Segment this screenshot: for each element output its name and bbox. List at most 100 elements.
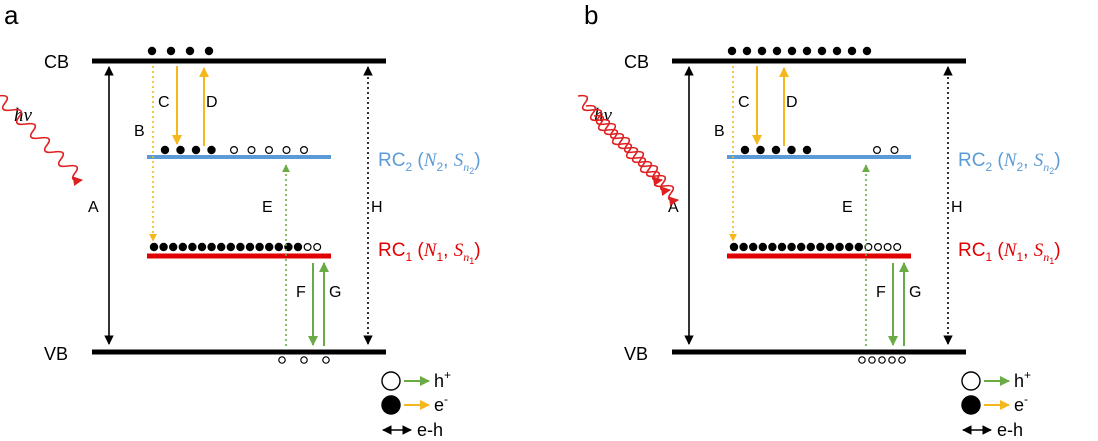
vb-hole [878, 356, 886, 364]
rc1-electron [197, 242, 207, 252]
rc2-hole [282, 146, 291, 155]
rc1-hole [883, 243, 892, 252]
legend-hole-label: h+ [1014, 368, 1031, 391]
label-C: C [738, 94, 750, 111]
label-E: E [262, 199, 273, 216]
label-D: D [786, 94, 798, 111]
legend-electron-label: e- [434, 392, 448, 415]
rc2-electron [771, 145, 781, 155]
label-D: D [206, 94, 218, 111]
legend-eh-label: e-h [417, 420, 443, 440]
label-A: A [88, 199, 99, 216]
vb-hole [278, 356, 286, 364]
rc2-electron [740, 145, 750, 155]
rc1-electron [758, 242, 767, 252]
vb-label: VB [44, 344, 68, 364]
rc1-electron [226, 242, 235, 252]
cb-label: CB [44, 52, 69, 72]
photon-wave [593, 114, 679, 206]
rc1-electron [207, 242, 216, 252]
rc1-electron [806, 242, 815, 252]
rc1-electron [845, 242, 854, 252]
legend-hole-label: h+ [434, 368, 451, 391]
cb-label: CB [624, 52, 649, 72]
photon-wave [0, 94, 83, 186]
label-E: E [842, 199, 853, 216]
rc1-electron [777, 242, 787, 252]
cb-electron [817, 46, 827, 56]
rc1-hole [893, 243, 902, 252]
legend: h+e-e-h [381, 368, 451, 440]
rc1-electron [216, 242, 226, 252]
rc2-hole [873, 146, 882, 155]
photon-group: hν [0, 94, 83, 186]
rc1-electron [188, 242, 197, 252]
cb-electron [742, 46, 752, 56]
legend-electron-icon [381, 395, 401, 415]
legend-hole-icon [381, 371, 401, 391]
label-G: G [909, 284, 921, 301]
cb-electron [147, 46, 157, 56]
cb-electron [757, 46, 767, 56]
rc2-hole [230, 146, 239, 155]
rc1-hole [303, 243, 312, 252]
rc2-hole [265, 146, 274, 155]
rc1-electron [739, 242, 748, 252]
label-B: B [714, 123, 725, 140]
rc1-electron [255, 242, 264, 252]
rc1-electron [787, 242, 796, 252]
rc1-electron [236, 242, 245, 252]
rc2-electron [160, 145, 170, 155]
cb-electron [166, 46, 176, 56]
rc2-label: RC2 (N2, Sn2) [378, 150, 481, 176]
rc1-electron [159, 242, 168, 252]
rc2-electron [207, 145, 216, 155]
cb-electron [847, 46, 857, 56]
vb-hole [868, 356, 876, 364]
rc1-electron [168, 242, 178, 252]
rc1-electron [274, 242, 283, 252]
vb-hole [898, 356, 906, 364]
vb-hole [300, 356, 308, 364]
rc1-electron [816, 242, 825, 252]
label-H: H [951, 199, 963, 216]
cb-electron [727, 46, 737, 56]
rc2-electron [787, 145, 796, 155]
rc2-electron [756, 145, 765, 155]
panel-label: a [4, 0, 19, 30]
rc1-hole [874, 243, 883, 252]
photon-wave [585, 104, 671, 196]
rc1-label: RC1 (N1, Sn1) [958, 240, 1061, 266]
label-H: H [371, 199, 383, 216]
cb-electron [204, 46, 214, 56]
label-G: G [329, 284, 341, 301]
rc1-electron [796, 242, 806, 252]
rc1-electron [835, 242, 844, 252]
vb-label: VB [624, 344, 648, 364]
cb-electron [802, 46, 812, 56]
rc1-hole [313, 243, 322, 252]
rc1-electron [854, 242, 863, 252]
cb-electron [862, 46, 872, 56]
legend-eh-label: e-h [997, 420, 1023, 440]
label-F: F [296, 284, 306, 301]
rc1-electron [729, 242, 739, 252]
vb-hole [888, 356, 896, 364]
rc2-label: RC2 (N2, Sn2) [958, 150, 1061, 176]
cb-electron [772, 46, 782, 56]
rc1-electron [768, 242, 777, 252]
rc1-electron [265, 242, 274, 252]
vb-hole [858, 356, 866, 364]
rc1-electron [149, 242, 159, 252]
rc2-electron [191, 145, 201, 155]
label-C: C [158, 94, 170, 111]
rc2-electron [802, 145, 812, 155]
label-F: F [876, 284, 886, 301]
label-B: B [134, 123, 145, 140]
legend-electron-icon [961, 395, 981, 415]
legend-electron-label: e- [1014, 392, 1028, 415]
rc1-electron [245, 242, 255, 252]
